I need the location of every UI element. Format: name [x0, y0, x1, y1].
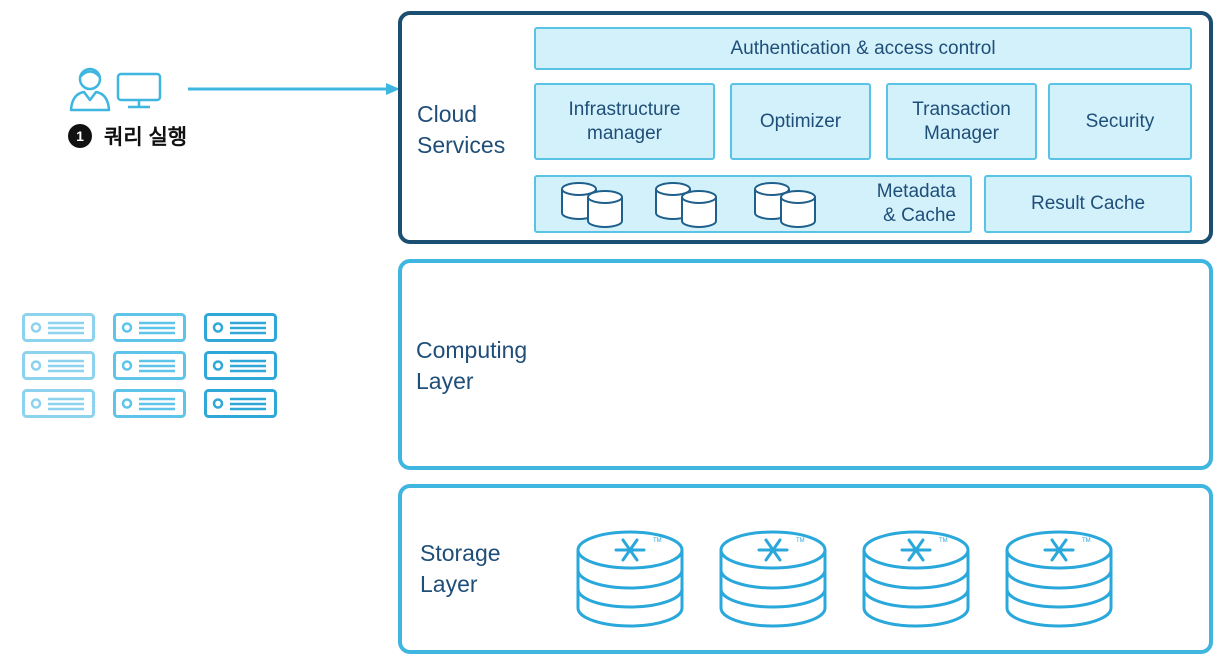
query-step: 1 쿼리 실행 — [68, 121, 187, 151]
server-icon — [22, 313, 95, 342]
server-icon — [204, 351, 277, 380]
database-icon — [754, 182, 816, 228]
database-icon — [655, 182, 717, 228]
server-icon — [22, 351, 95, 380]
cloud-services-label: Cloud Services — [417, 101, 506, 158]
snowflake-database-icon — [576, 530, 684, 628]
server-icon — [113, 389, 186, 418]
server-icon — [113, 313, 186, 342]
computing-layer-label: Computing Layer — [416, 337, 528, 394]
storage-databases: TM — [576, 530, 1113, 628]
database-icon — [561, 182, 623, 228]
computing-layer — [398, 259, 1213, 470]
server-cluster-icon — [22, 313, 277, 418]
security-box: Security — [1048, 83, 1192, 160]
snowflake-database-icon — [1005, 530, 1113, 628]
metadata-cache-label: Metadata & Cache — [876, 181, 956, 226]
transaction-manager-box: Transaction Manager — [886, 83, 1037, 160]
server-icon — [113, 351, 186, 380]
database-icons — [561, 182, 816, 228]
snowflake-database-icon — [862, 530, 970, 628]
optimizer-box: Optimizer — [730, 83, 871, 160]
monitor-icon — [116, 72, 162, 109]
auth-access-control-box: Authentication & access control — [534, 27, 1192, 70]
snowflake-database-icon — [719, 530, 827, 628]
result-cache-box: Result Cache — [984, 175, 1192, 233]
step-number-badge: 1 — [68, 124, 92, 148]
user-icon — [69, 67, 111, 112]
server-icon — [204, 313, 277, 342]
storage-layer-label: Storage Layer — [420, 540, 501, 597]
query-label: 쿼리 실행 — [104, 126, 188, 149]
arrow-icon — [188, 83, 400, 95]
infrastructure-manager-box: Infrastructure manager — [534, 83, 715, 160]
server-icon — [22, 389, 95, 418]
server-icon — [204, 389, 277, 418]
